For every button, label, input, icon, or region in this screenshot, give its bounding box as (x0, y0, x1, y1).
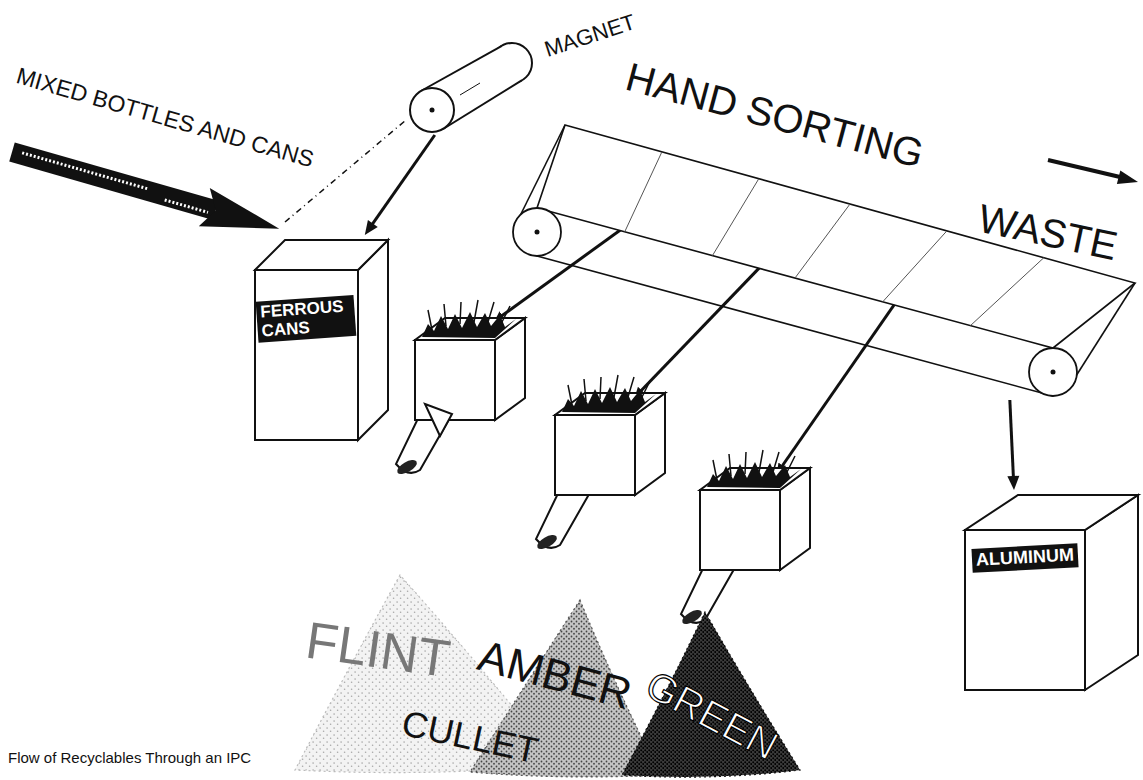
glass-hopper (680, 450, 810, 627)
conveyor-belt-shape (625, 152, 662, 232)
glass-hopper (713, 450, 795, 480)
glass-hopper (422, 312, 516, 338)
cullet-pile: GREEN (620, 605, 805, 777)
conveyor-belt-shape (970, 258, 1043, 326)
glass-hopper (425, 404, 452, 436)
infeed-arrow (22, 153, 147, 189)
infeed-arrow (199, 188, 285, 248)
waste-arrow (1048, 160, 1138, 184)
glass-hopper (395, 457, 419, 477)
ferrous-bin-shape (255, 240, 388, 270)
glass-hopper (700, 490, 780, 570)
magnet-label: MAGNET (542, 10, 639, 62)
ferrous-bin: FERROUS CANS (250, 235, 390, 445)
conveyor-belt-shape (883, 231, 947, 302)
flow-arrow (1010, 400, 1014, 478)
glass-hopper (707, 462, 801, 488)
conveyor-belt-shape (1029, 348, 1077, 396)
glass-hopper (395, 300, 525, 477)
glass-hopper (562, 387, 656, 413)
infeed-arrow (165, 200, 208, 212)
magnet-drum-shape (421, 46, 502, 91)
waste-arrow (1117, 170, 1138, 184)
magnet-drum-shape (430, 108, 435, 113)
aluminum-bin-shape (965, 530, 1085, 690)
conveyor-belt-shape (535, 230, 540, 235)
infeed-arrow (9, 142, 218, 220)
glass-hopper (535, 532, 559, 552)
conveyor-belt-shape (537, 125, 1135, 348)
flow-arrow (365, 220, 378, 235)
bin-label: FERROUS CANS (256, 295, 357, 343)
flow-label: WASTE (975, 196, 1122, 268)
flow-arrow (1007, 400, 1019, 490)
magnet-drum-shape (410, 88, 454, 132)
magnet-drum-shape (460, 83, 480, 95)
aluminum-bin-shape (965, 495, 1138, 530)
glass-hopper (535, 375, 665, 552)
ferrous-bin-shape (358, 240, 388, 440)
glass-hopper (555, 415, 635, 495)
ferrous-bin-shape (255, 270, 358, 440)
cullet-pile-shape (622, 612, 800, 777)
figure-caption: Flow of Recyclables Through an IPC (8, 750, 251, 767)
conveyor-belt-shape (537, 256, 1053, 396)
conveyor-belt: HAND SORTING (505, 118, 1140, 400)
waste-arrow (1048, 160, 1120, 177)
conveyor-belt-shape (505, 118, 1140, 400)
conveyor-belt-shape (513, 208, 561, 256)
flow-arrow (365, 135, 435, 235)
conveyor-belt-shape (1051, 370, 1056, 375)
aluminum-bin-shape (960, 490, 1140, 690)
flow-label: MIXED BOTTLES AND CANS (13, 63, 316, 172)
conveyor-belt-shape (712, 179, 758, 256)
magnet-drum-shape (443, 80, 522, 129)
flow-arrow (372, 135, 435, 225)
magnet-drum-shape (400, 35, 545, 135)
group-label: CULLET (398, 703, 541, 770)
flow-arrow (1007, 476, 1019, 490)
glass-hopper (428, 300, 510, 330)
conveyor-belt-shape (795, 204, 850, 278)
conveyor-belt-shape (1076, 283, 1135, 376)
aluminum-bin: ALUMINUM (960, 490, 1140, 690)
glass-hopper (568, 375, 650, 405)
magnet-drum: MAGNET (400, 35, 545, 135)
